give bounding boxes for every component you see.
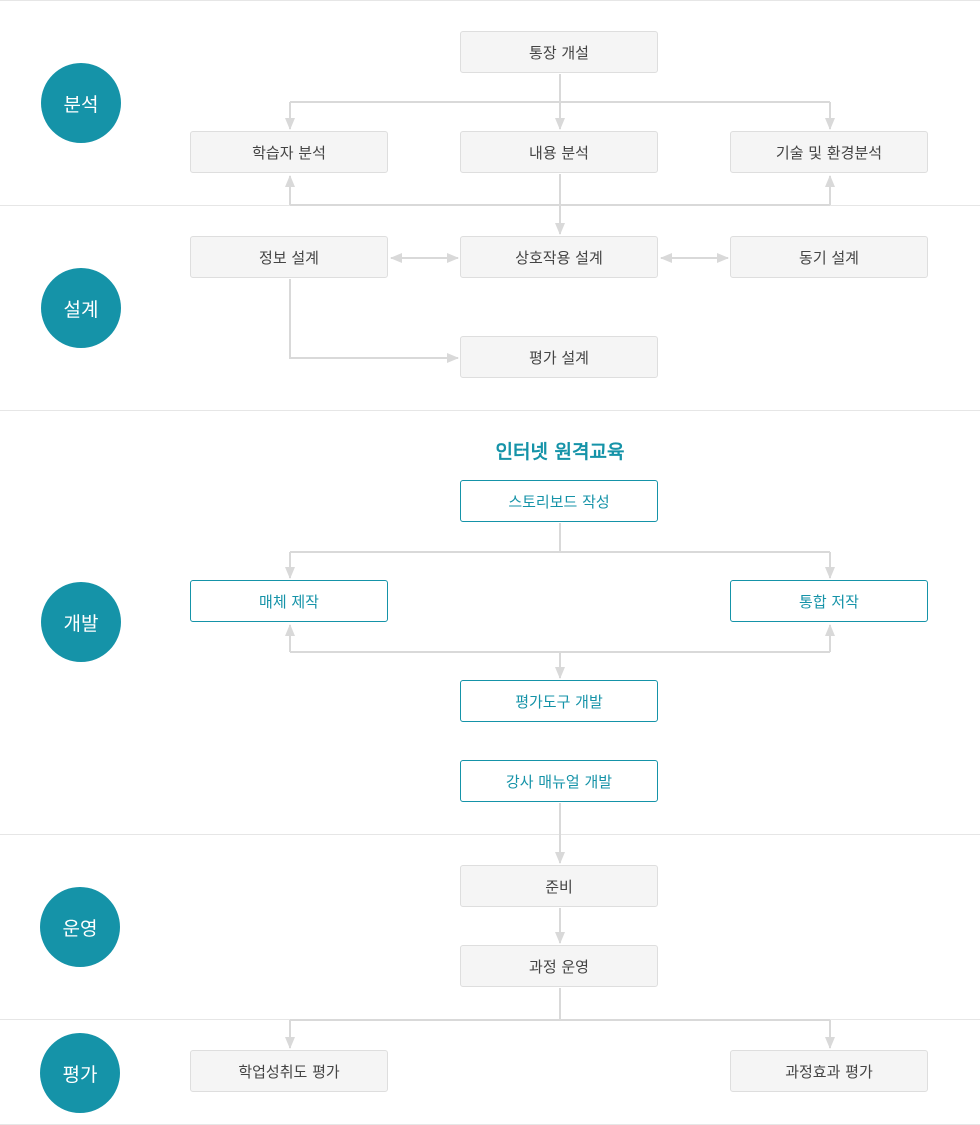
box-course-effect-eval: 과정효과 평가 — [730, 1050, 928, 1092]
divider-design-development — [0, 410, 980, 411]
arrow-info-to-eval-design — [289, 279, 459, 363]
phase-evaluation: 평가 — [40, 1033, 120, 1113]
development-title: 인터넷 원격교육 — [495, 441, 625, 463]
divider-development-operation — [0, 834, 980, 835]
box-motivation-design: 동기 설계 — [730, 236, 928, 278]
box-eval-design: 평가 설계 — [460, 336, 658, 378]
phase-operation: 운영 — [40, 887, 120, 967]
box-account-open: 통장 개설 — [460, 31, 658, 73]
box-instructor-manual-dev: 강사 매뉴얼 개발 — [460, 760, 658, 802]
box-achievement-eval: 학업성취도 평가 — [190, 1050, 388, 1092]
box-interaction-design: 상호작용 설계 — [460, 236, 658, 278]
box-integrated-authoring: 통합 저작 — [730, 580, 928, 622]
box-storyboard: 스토리보드 작성 — [460, 480, 658, 522]
phase-development: 개발 — [41, 582, 121, 662]
phase-design: 설계 — [41, 268, 121, 348]
box-tech-env-analysis: 기술 및 환경분석 — [730, 131, 928, 173]
box-learner-analysis: 학습자 분석 — [190, 131, 388, 173]
box-content-analysis: 내용 분석 — [460, 131, 658, 173]
box-course-operation: 과정 운영 — [460, 945, 658, 987]
box-prepare: 준비 — [460, 865, 658, 907]
phase-analysis: 분석 — [41, 63, 121, 143]
divider-top — [0, 0, 980, 1]
box-media-production: 매체 제작 — [190, 580, 388, 622]
box-info-design: 정보 설계 — [190, 236, 388, 278]
box-eval-tool-dev: 평가도구 개발 — [460, 680, 658, 722]
